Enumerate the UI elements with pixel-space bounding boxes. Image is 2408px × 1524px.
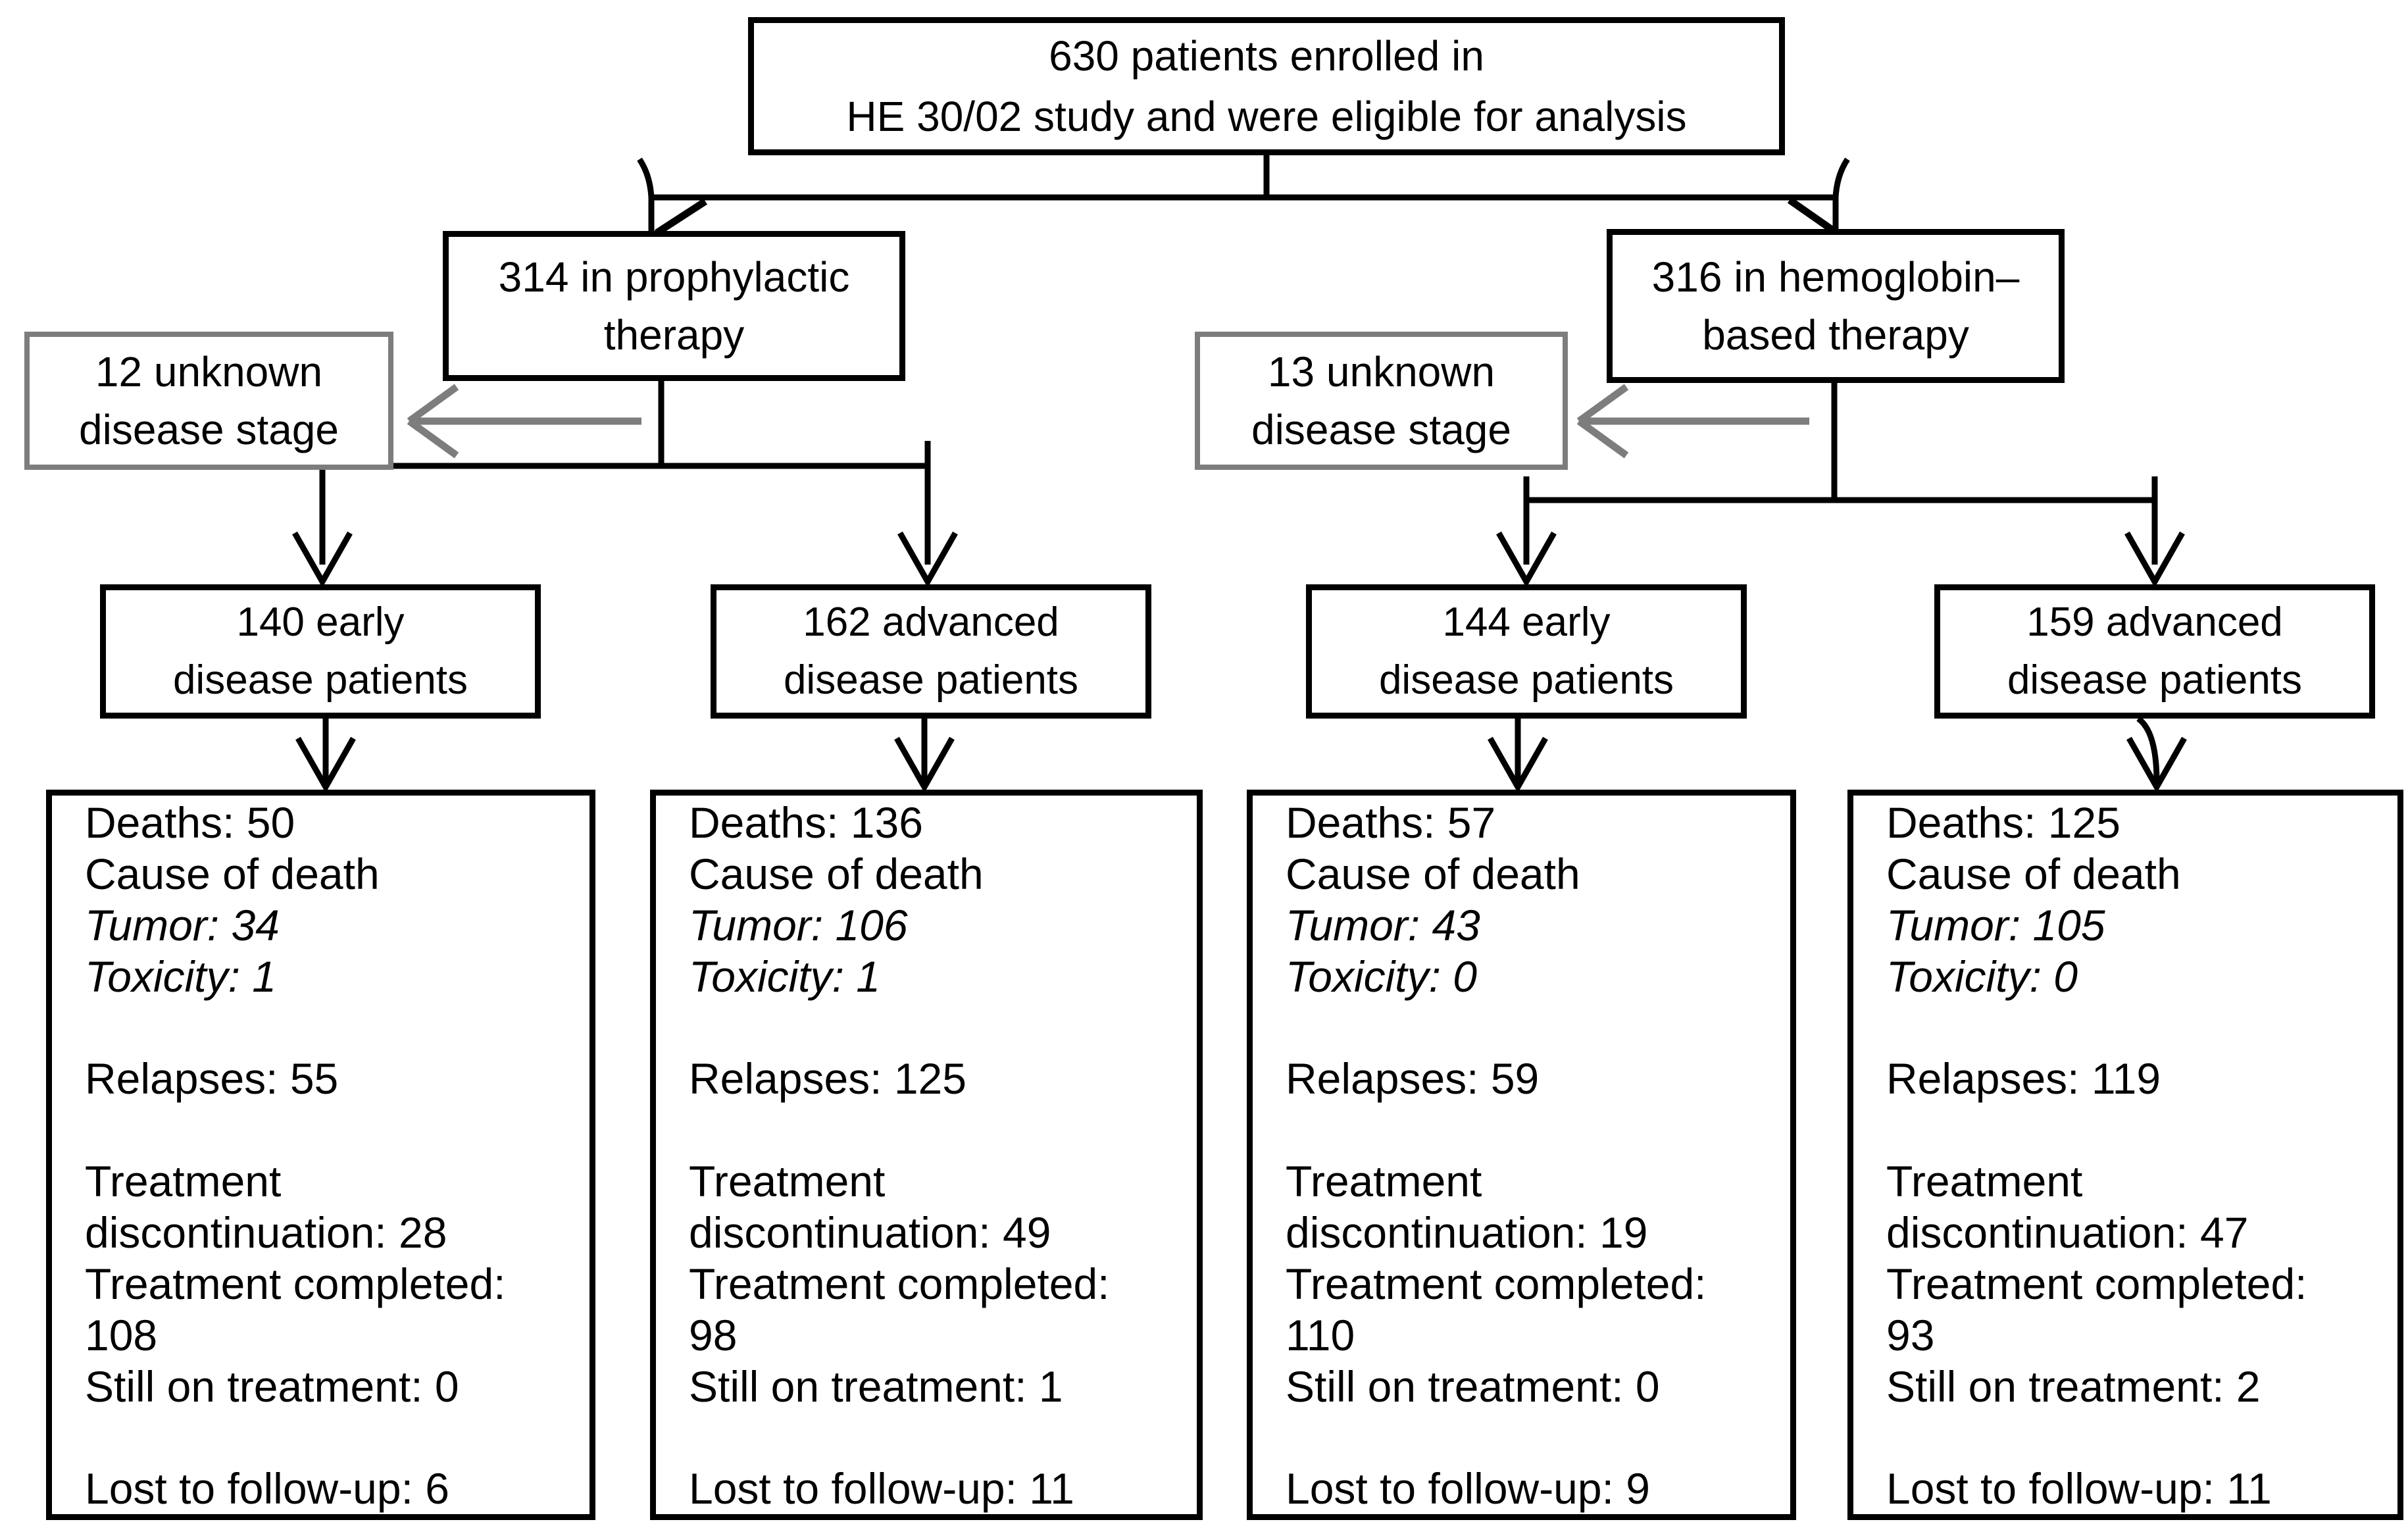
gray-arrow-left-icon	[407, 384, 641, 459]
outcome-line: Tumor: 106	[689, 901, 908, 950]
subgroup-box-early-prophylactic: 140 early disease patients	[100, 584, 541, 719]
outcome-line: Treatment	[689, 1156, 886, 1206]
outcome-line: Still on treatment: 1	[689, 1361, 1063, 1411]
exclusion-box-left: 12 unknown disease stage	[24, 332, 393, 470]
connector-right-split	[1523, 383, 2158, 565]
outcome-line: Treatment	[85, 1156, 282, 1206]
outcome-line: Deaths: 50	[85, 798, 295, 847]
outcome-line: Relapses: 125	[689, 1054, 966, 1104]
box-line: 144 early	[1442, 599, 1611, 645]
subgroup-box-early-hemoglobin: 144 early disease patients	[1306, 584, 1747, 719]
box-line: disease stage	[79, 406, 339, 453]
outcome-line: Lost to follow-up: 11	[1886, 1463, 2272, 1513]
outcome-line: Toxicity: 1	[689, 952, 881, 1001]
outcome-line: 108	[85, 1310, 158, 1359]
box-line: disease patients	[783, 657, 1079, 703]
enrollment-box: 630 patients enrolled in HE 30/02 study …	[748, 17, 1785, 155]
outcome-line: Cause of death	[1286, 850, 1580, 898]
box-line: 159 advanced	[2026, 599, 2283, 645]
box-line: 630 patients enrolled in	[1049, 32, 1484, 80]
box-line: 13 unknown	[1267, 348, 1495, 395]
outcome-line: Relapses: 119	[1886, 1054, 2161, 1104]
arrowhead-down-icon	[1496, 531, 2185, 588]
outcome-line: Lost to follow-up: 9	[1286, 1463, 1650, 1513]
arm-box-prophylactic: 314 in prophylactic therapy	[443, 231, 905, 381]
box-line: 314 in prophylactic	[498, 253, 850, 301]
subgroup-box-advanced-prophylactic: 162 advanced disease patients	[711, 584, 1151, 719]
outcome-box-1: Deaths: 50 Cause of death Tumor: 34 Toxi…	[46, 790, 595, 1520]
outcome-line: discontinuation: 47	[1886, 1207, 2249, 1257]
box-line: 162 advanced	[803, 599, 1059, 645]
outcome-line: Treatment completed:	[689, 1259, 1110, 1308]
outcome-line: Lost to follow-up: 6	[85, 1463, 449, 1513]
arm-box-hemoglobin: 316 in hemoglobin– based therapy	[1607, 229, 2065, 383]
box-line: HE 30/02 study and were eligible for ana…	[846, 93, 1687, 140]
outcome-line: Toxicity: 0	[1286, 952, 1478, 1001]
outcome-line: Relapses: 55	[85, 1054, 339, 1104]
outcome-line: Relapses: 59	[1286, 1054, 1540, 1104]
outcome-box-2: Deaths: 136 Cause of death Tumor: 106 To…	[650, 790, 1203, 1520]
outcome-line: Tumor: 34	[85, 901, 280, 950]
outcome-line: 93	[1886, 1310, 1935, 1359]
outcome-line: discontinuation: 28	[85, 1207, 447, 1257]
box-line: therapy	[603, 311, 745, 359]
outcome-line: Cause of death	[689, 850, 984, 898]
hook-right	[1832, 157, 1850, 198]
outcome-box-3: Deaths: 57 Cause of death Tumor: 43 Toxi…	[1247, 790, 1796, 1520]
box-line: based therapy	[1702, 311, 1969, 359]
box-line: disease patients	[2007, 657, 2303, 703]
outcome-line: Cause of death	[1886, 850, 2181, 898]
half-arrow-icon	[655, 197, 1836, 236]
gray-arrow-right-icon	[1576, 384, 1809, 459]
box-line: 12 unknown	[95, 348, 323, 395]
outcome-line: Treatment	[1886, 1156, 2083, 1206]
box-line: 140 early	[236, 599, 405, 645]
box-line: disease stage	[1251, 406, 1511, 453]
outcome-line: discontinuation: 49	[689, 1207, 1051, 1257]
subgroup-box-advanced-hemoglobin: 159 advanced disease patients	[1934, 584, 2375, 719]
outcome-line: 98	[689, 1310, 738, 1359]
exclusion-box-right: 13 unknown disease stage	[1195, 332, 1568, 470]
hook-left	[637, 157, 655, 198]
arrowhead-down-icon	[295, 736, 2187, 794]
box-line: disease patients	[1378, 657, 1674, 703]
connector-subgroup-outcome	[322, 716, 2160, 782]
box-line: disease patients	[172, 657, 468, 703]
outcome-line: Deaths: 136	[689, 798, 923, 847]
outcome-line: 110	[1286, 1310, 1355, 1359]
outcome-line: Still on treatment: 0	[1286, 1361, 1660, 1411]
outcome-line: Toxicity: 1	[85, 952, 277, 1001]
outcome-line: discontinuation: 19	[1286, 1207, 1648, 1257]
outcome-line: Toxicity: 0	[1886, 952, 2078, 1001]
outcome-line: Cause of death	[85, 850, 380, 898]
box-line: 316 in hemoglobin–	[1651, 253, 2020, 301]
outcome-line: Tumor: 43	[1286, 901, 1480, 950]
outcome-line: Treatment completed:	[1286, 1259, 1707, 1308]
connector-left-split	[319, 381, 931, 565]
outcome-box-4: Deaths: 125 Cause of death Tumor: 105 To…	[1847, 790, 2403, 1520]
connector-root-split	[637, 155, 1850, 234]
outcome-line: Deaths: 57	[1286, 798, 1496, 847]
outcome-line: Treatment completed:	[85, 1259, 506, 1308]
outcome-line: Tumor: 105	[1886, 901, 2105, 950]
outcome-line: Treatment completed:	[1886, 1259, 2307, 1308]
outcome-line: Lost to follow-up: 11	[689, 1463, 1074, 1513]
outcome-line: Treatment	[1286, 1156, 1482, 1206]
arrowhead-down-icon	[292, 531, 958, 588]
outcome-line: Still on treatment: 0	[85, 1361, 459, 1411]
outcome-line: Still on treatment: 2	[1886, 1361, 2261, 1411]
outcome-line: Deaths: 125	[1886, 798, 2120, 847]
